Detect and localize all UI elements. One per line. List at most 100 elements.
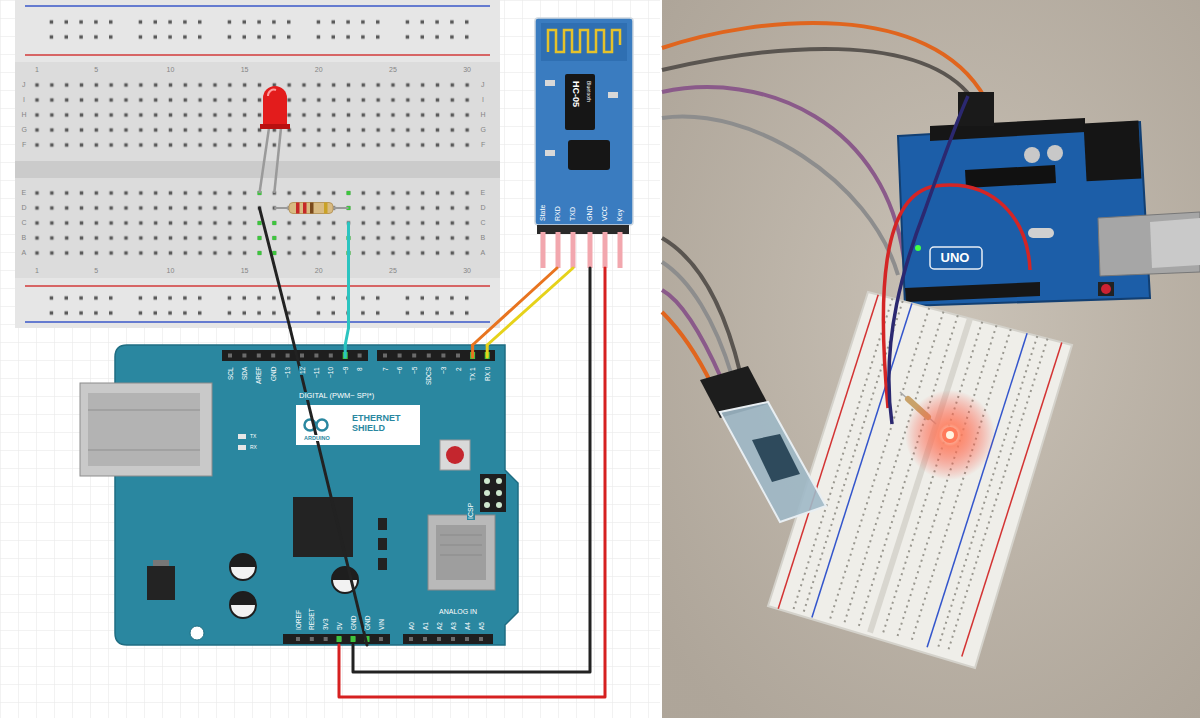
bluetooth-module-body [535,18,633,268]
pin-label: IOREF [295,609,302,631]
ethernet-shield-board [484,478,490,484]
pin-label: ~3 [440,366,447,375]
breadboard: 151015202530JJIIHHGGFFEEDDCCBBAA15101520… [15,0,500,328]
photo [1101,284,1111,294]
ethernet-shield-board [351,636,356,642]
photo [1024,147,1040,163]
bluetooth-module-body [537,225,629,234]
connected-holes [258,221,262,225]
pin-label: TX [249,434,257,440]
led-symbol [260,124,290,129]
ethernet-shield-board [332,567,358,580]
board-label-slot: UNO [941,251,970,266]
bluetooth-module-body [541,232,546,268]
breadboard-index: E [22,189,27,197]
ethernet-shield-board [440,535,482,555]
ethernet-shield-board [496,502,502,508]
bluetooth-module-body [545,80,555,86]
module-label: HC-05 [571,81,581,107]
bluetooth-module-body [556,232,561,268]
pin-label: GND [350,615,357,631]
ethernet-shield-board [230,592,256,618]
wire [473,268,557,345]
pin-label: ~11 [313,366,320,379]
ethernet-shield-board [317,420,328,431]
photo [662,290,722,380]
photo [793,298,1048,652]
breadboard-index: 5 [94,66,98,74]
breadboard-index: J [481,81,485,89]
board-marking-slot: ARDUINO [303,435,331,441]
breadboard-index: 10 [167,267,175,275]
pin-label-slot: TX 1 [469,366,476,382]
photo [793,298,893,612]
pin-label-slot: A3 [450,621,457,631]
resistor-symbol [296,203,300,214]
pin-label: RX [249,445,258,451]
ethernet-shield-board [428,515,495,590]
breadboard-index-slot: J [481,81,485,89]
ethernet-shield-board [238,434,246,439]
wire [487,268,573,345]
breadboard-index-slot: I [482,96,484,104]
breadboard-index-slot: B [481,234,486,242]
ethernet-shield-board [190,626,204,640]
pin-label-slot: 3V3 [322,617,329,631]
breadboard-index-slot: 10 [167,66,175,74]
breadboard-index-slot: F [481,141,485,149]
pin-label-slot: SCL [227,366,234,381]
pin-label: 7 [382,366,389,372]
breadboard-index-slot: A [481,249,486,257]
pin-label-slot: 7 [382,366,389,372]
ethernet-shield-board [88,393,200,466]
breadboard-body [15,0,500,328]
bluetooth-module-body [608,92,618,98]
ethernet-shield-board [403,634,493,644]
breadboard-index-slot: C [481,219,486,227]
photo [965,165,1056,188]
ethernet-shield-board [496,478,502,484]
module-label-slot: Bluetooth [585,81,591,102]
connected-holes [347,191,351,195]
pin-label: SCL [227,366,234,381]
photo [911,329,1011,643]
breadboard-index: D [481,204,486,212]
pin-label-slot: ~9 [342,366,349,375]
photo [1084,121,1142,182]
breadboard-index: 1 [35,66,39,74]
photo [1150,218,1200,268]
module-label: VCC [601,206,609,221]
pin-label-slot: RX 0 [484,366,491,382]
breadboard-index: A [481,249,486,257]
ethernet-shield-board [230,554,256,580]
wire-stub [471,345,474,357]
photo [1098,212,1200,276]
breadboard-index-slot: E [22,189,27,197]
pin-label-slot: 5V [336,621,343,631]
ethernet-shield-board [230,554,256,567]
photo [946,431,954,439]
photo [829,308,929,622]
pin-label: RESET [308,607,315,631]
breadboard-index-slot: 1 [35,66,39,74]
breadboard-index: C [481,219,486,227]
pin-label-slot: AREF [255,366,262,385]
breadboard-index: H [481,111,486,119]
pin-label: 2 [455,366,462,372]
photo [660,0,1200,718]
resistor-symbol [289,203,333,214]
breadboard-index: 10 [167,66,175,74]
pin-label-slot: ICSP [467,502,475,520]
connected-holes [272,236,276,240]
grid-background [0,0,660,718]
module-label-slot: State [539,205,547,221]
pin-label: A5 [478,621,485,631]
breadboard-index: J [22,81,26,89]
board-marking: ARDUINO [303,435,331,441]
breadboard-index-slot: H [481,111,486,119]
pin-label-slot: ~3 [440,366,447,375]
module-label-slot: Key [616,209,624,221]
pin-label-slot: VIN [378,618,385,631]
